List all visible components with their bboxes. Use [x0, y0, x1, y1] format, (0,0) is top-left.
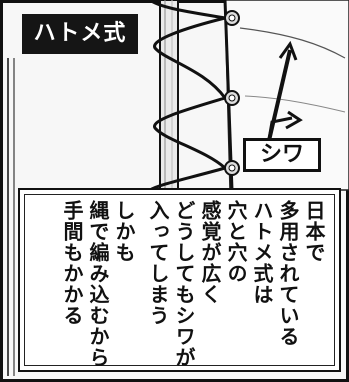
caption-text: 日本で 多用されている ハトメ式は 穴と穴の 感覚が広く どうしてもシワが 入っ…: [59, 200, 327, 370]
title-label: ハトメ式: [22, 14, 138, 54]
caption-line-5: 感覚が広く: [198, 200, 222, 305]
caption-line-6: どうしてもシワが: [172, 200, 196, 368]
caption-line-9: 縄で編み込むから: [86, 200, 110, 368]
caption-gap: [137, 200, 145, 370]
caption-line-7: 入ってしまう: [146, 200, 170, 326]
caption-line-1: 日本で: [302, 200, 326, 263]
caption-inner-frame: [24, 194, 335, 366]
caption-line-10: 手間もかかる: [60, 200, 84, 326]
caption-line-8: しかも: [112, 200, 136, 263]
caption-line-2: 多用されている: [276, 200, 300, 347]
wrinkle-label: シワ: [243, 138, 321, 172]
caption-box: 日本で 多用されている ハトメ式は 穴と穴の 感覚が広く どうしてもシワが 入っ…: [18, 188, 341, 372]
caption-line-3: ハトメ式は: [250, 200, 274, 305]
caption-line-4: 穴と穴の: [224, 200, 248, 284]
